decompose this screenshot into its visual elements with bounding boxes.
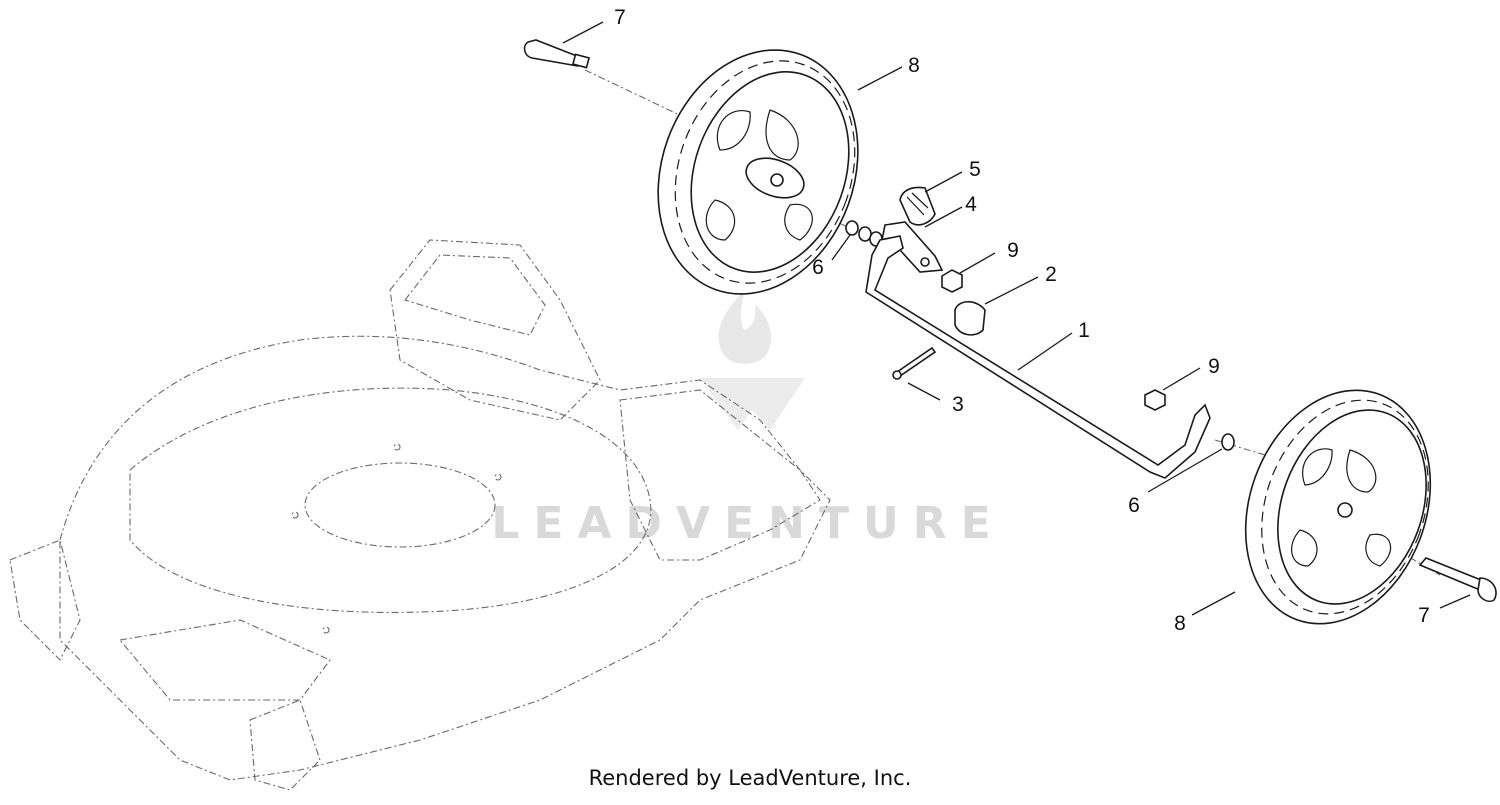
watermark-text: LEADVENTURE — [491, 498, 1004, 549]
rear-wheel-top — [657, 49, 859, 295]
washer-bottom — [1221, 433, 1235, 451]
callout-1: 1 — [1078, 319, 1090, 342]
leader-lines — [562, 21, 1471, 616]
pivot-bushing — [954, 300, 986, 336]
render-credit: Rendered by LeadVenture, Inc. — [588, 766, 912, 790]
screw — [892, 346, 937, 380]
callout-9-bottom: 9 — [1208, 355, 1220, 378]
callout-6-bottom: 6 — [1128, 494, 1140, 517]
axle-bolt-top — [523, 39, 591, 69]
callout-5: 5 — [969, 158, 981, 181]
rear-axle-rod — [865, 235, 1211, 479]
leadventure-watermark-logo — [700, 290, 805, 430]
callout-9-top: 9 — [1007, 239, 1019, 262]
nut-top — [941, 269, 963, 293]
callout-labels: 7 8 5 4 9 6 2 1 3 9 6 8 7 — [614, 6, 1430, 635]
axle-bolt-bottom — [1418, 557, 1497, 603]
callout-7-top: 7 — [614, 6, 626, 29]
callout-3: 3 — [952, 393, 964, 416]
nut-bottom — [1144, 389, 1166, 411]
washers-top — [845, 220, 883, 247]
callout-7-bottom: 7 — [1418, 604, 1430, 627]
callout-8-top: 8 — [908, 54, 920, 77]
mower-deck-phantom — [9, 239, 831, 791]
callout-4: 4 — [965, 193, 977, 216]
callout-6-top: 6 — [812, 256, 824, 279]
rear-wheel-bottom — [1244, 389, 1432, 625]
height-adjust-knob — [899, 186, 936, 226]
callout-2: 2 — [1045, 263, 1057, 286]
callout-8-bottom: 8 — [1174, 612, 1186, 635]
